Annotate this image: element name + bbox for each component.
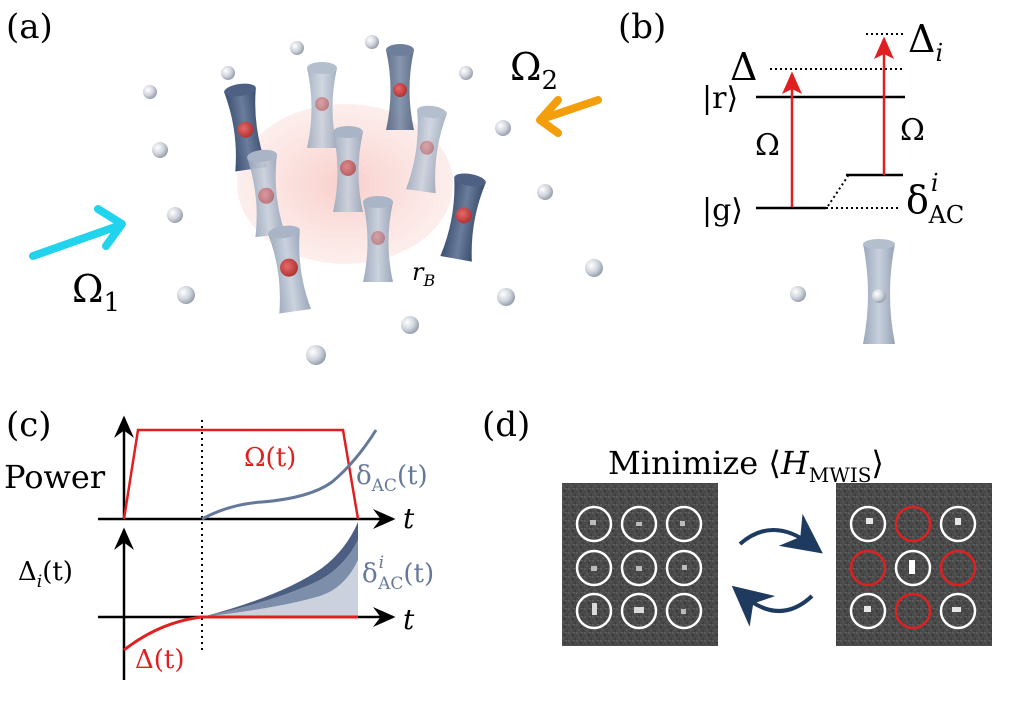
tweezer (307, 62, 337, 148)
delta-label: Δ (730, 45, 757, 89)
site-ring-excluded (849, 549, 887, 587)
background-atoms (143, 35, 603, 365)
site-ring (620, 592, 658, 630)
tweezers (224, 44, 486, 314)
site-markers-before (575, 505, 703, 630)
omega1-beam-arrow (29, 205, 126, 260)
delta-i-axis-label: Δi(t) (18, 557, 73, 592)
omega-pulse-curve (122, 428, 360, 520)
atom (497, 288, 515, 306)
atom (143, 85, 157, 99)
atom (585, 259, 603, 277)
panel-b-label: (b) (618, 7, 666, 47)
site-ring (575, 505, 613, 543)
tweezer (247, 149, 286, 238)
site-ring (939, 505, 977, 543)
atom (495, 120, 511, 136)
atom-signals-after (864, 518, 961, 612)
ket-g-label: |g⟩ (702, 193, 743, 228)
tweezer (440, 173, 486, 262)
atom-signals-before (590, 520, 687, 615)
minimize-title: Minimize ⟨HMWIS⟩ (608, 444, 884, 487)
omega2-label: Ω2 (510, 45, 558, 96)
site-ring (849, 505, 887, 543)
panel-a: (a) (6, 7, 603, 365)
panel-d: (d) Minimize ⟨HMWIS⟩ (482, 405, 992, 646)
atom (177, 286, 195, 304)
delta-t-label: Δ(t) (135, 645, 185, 675)
ac-shift-band-mid (202, 540, 358, 617)
atom (537, 184, 553, 200)
site-ring (849, 592, 887, 630)
site-ring (665, 592, 703, 630)
atom (152, 142, 168, 158)
atom (221, 66, 235, 80)
tweezer (406, 105, 447, 194)
atom (459, 66, 473, 80)
delta-t-curve (123, 615, 358, 652)
delta-i-label: Δi (908, 17, 943, 67)
site-ring (620, 549, 658, 587)
atom (365, 35, 379, 49)
blockade-radius-label: rB (412, 258, 435, 290)
site-ring (665, 505, 703, 543)
site-ring (575, 549, 613, 587)
tweezer (363, 196, 393, 282)
omega-right-label: Ω (900, 113, 925, 148)
small-atom (790, 286, 806, 302)
atom (290, 41, 304, 55)
site-ring-excluded (894, 592, 932, 630)
omega1-label: Ω1 (72, 267, 120, 318)
delta-ac-t-label: δAC(t) (356, 461, 428, 496)
site-ring (665, 549, 703, 587)
site-ring (575, 592, 613, 630)
tweezer (224, 83, 267, 172)
fluorescence-image-after (836, 483, 992, 646)
shift-connector (827, 175, 849, 207)
fluorescence-image-before (562, 483, 718, 646)
omega2-beam-arrow (536, 96, 602, 137)
site-ring (894, 549, 932, 587)
ac-shift-band-light (202, 560, 358, 617)
delta-ac-curve (201, 429, 378, 521)
site-ring (620, 505, 658, 543)
tweezer (268, 225, 311, 314)
site-ring (939, 592, 977, 630)
ket-r-label: |r⟩ (702, 81, 738, 116)
power-label: Power (4, 458, 106, 496)
site-markers-after (849, 505, 977, 630)
tweezer (386, 44, 414, 130)
cycle-arrow-bottom (731, 585, 814, 627)
atom (167, 207, 183, 223)
site-ring-excluded (939, 549, 977, 587)
atom (306, 345, 326, 365)
panel-c-label: (c) (6, 405, 52, 445)
tweezer (333, 126, 363, 212)
small-tweezer (863, 239, 895, 344)
panel-a-label: (a) (6, 7, 53, 47)
omega-left-label: Ω (755, 128, 780, 163)
cycle-arrow-top (738, 513, 823, 554)
ac-shift-band-dark (202, 522, 358, 617)
t-axis-bottom-label: t (403, 603, 415, 636)
omega-t-label: Ω(t) (244, 443, 296, 473)
atom (401, 316, 419, 334)
panel-d-label: (d) (482, 405, 530, 445)
t-axis-top-label: t (403, 502, 415, 535)
site-ring-excluded (894, 505, 932, 543)
